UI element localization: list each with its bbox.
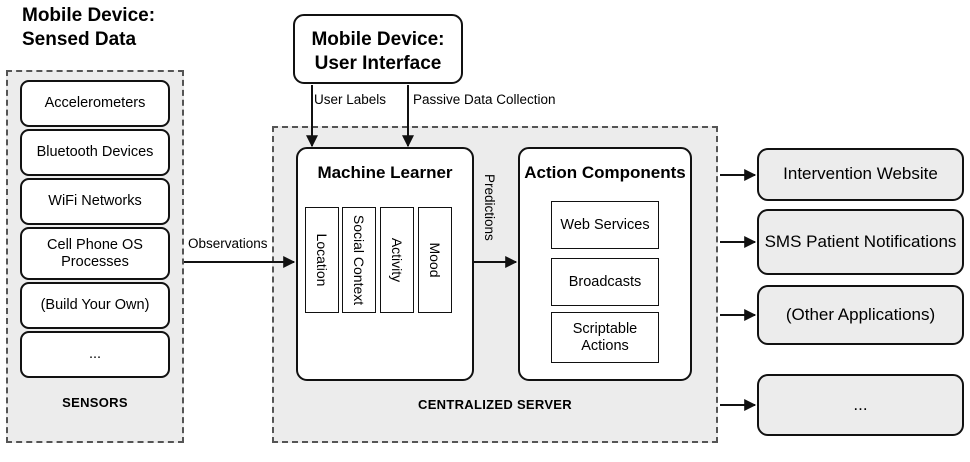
mobile-user-interface-line2: User Interface xyxy=(314,52,442,74)
action-components-title: Action Components xyxy=(524,163,686,182)
centralized-server-region-label: CENTRALIZED SERVER xyxy=(418,397,572,412)
action-item-scriptable-actions[interactable]: Scriptable Actions xyxy=(551,312,659,363)
sensor-item-build-your-own[interactable]: (Build Your Own) xyxy=(20,282,170,329)
sensed-data-heading-line1: Mobile Device: xyxy=(22,5,156,26)
ml-module-location[interactable]: Location xyxy=(305,207,339,313)
ml-module-mood[interactable]: Mood xyxy=(418,207,452,313)
sensor-item-ellipsis[interactable]: ... xyxy=(20,331,170,378)
machine-learner-title: Machine Learner xyxy=(317,163,453,182)
sensors-region-label: SENSORS xyxy=(62,395,128,410)
ml-module-social-context-label: Social Context xyxy=(351,214,367,306)
ml-module-activity-label: Activity xyxy=(389,237,405,283)
action-item-broadcasts[interactable]: Broadcasts xyxy=(551,258,659,306)
connector-label-predictions: Predictions xyxy=(482,174,497,241)
action-item-web-services[interactable]: Web Services xyxy=(551,201,659,249)
mobile-user-interface-box[interactable]: Mobile Device: User Interface xyxy=(293,14,463,84)
output-intervention-website[interactable]: Intervention Website xyxy=(757,148,964,201)
ml-module-activity[interactable]: Activity xyxy=(380,207,414,313)
ml-module-social-context[interactable]: Social Context xyxy=(342,207,376,313)
mobile-user-interface-title: Mobile Device: User Interface xyxy=(295,28,461,76)
ml-module-location-label: Location xyxy=(314,233,330,287)
output-sms-patient-notifications[interactable]: SMS Patient Notifications xyxy=(757,209,964,275)
sensed-data-heading: Mobile Device: Sensed Data xyxy=(22,4,155,52)
sensed-data-heading-line2: Sensed Data xyxy=(22,28,137,50)
ml-module-mood-label: Mood xyxy=(427,242,443,278)
sensor-item-accelerometers[interactable]: Accelerometers xyxy=(20,80,170,127)
connector-label-user-labels: User Labels xyxy=(314,92,387,107)
sensor-item-cell-phone-os-processes[interactable]: Cell Phone OS Processes xyxy=(20,227,170,280)
sensor-item-wifi-networks[interactable]: WiFi Networks xyxy=(20,178,170,225)
output-ellipsis[interactable]: ... xyxy=(757,374,964,436)
connector-label-passive-data-collection: Passive Data Collection xyxy=(413,92,556,107)
mobile-user-interface-line1: Mobile Device: xyxy=(311,29,445,50)
output-other-applications[interactable]: (Other Applications) xyxy=(757,285,964,345)
connector-label-observations: Observations xyxy=(188,236,268,251)
sensor-item-bluetooth-devices[interactable]: Bluetooth Devices xyxy=(20,129,170,176)
